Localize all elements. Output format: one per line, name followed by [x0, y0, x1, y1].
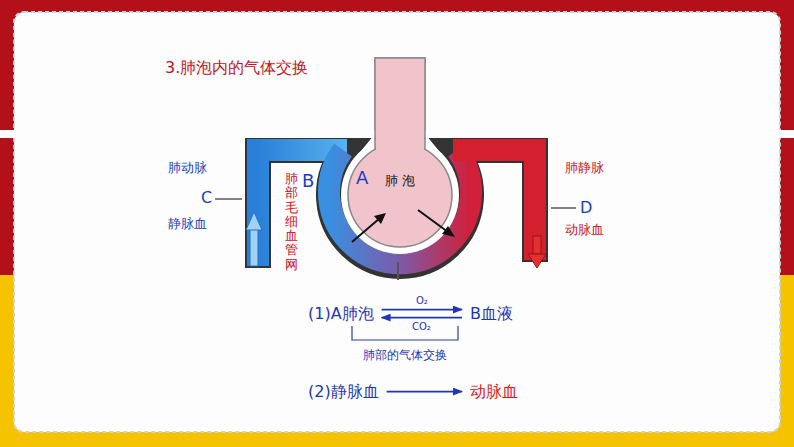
term-label: B血液: [470, 304, 513, 323]
blood-type: 静脉血: [168, 216, 207, 232]
exchange-term: B血液: [470, 304, 513, 323]
slide-title: 3.肺泡内的气体交换: [165, 58, 308, 77]
capillary-name: 肺部毛细血管网: [285, 172, 298, 272]
vessel-name: 肺静脉: [565, 160, 604, 176]
gas-label: O₂: [416, 295, 428, 307]
vessel-name: 肺动脉: [168, 160, 207, 176]
exchange-arrow: [382, 317, 462, 319]
blood-term: (2)静脉血: [308, 382, 379, 401]
alveolus-circle: A肺 泡: [348, 143, 452, 247]
callout-letter: C: [201, 188, 212, 207]
exchange-arrow: [382, 309, 462, 311]
part-letter: A: [356, 167, 368, 189]
exchange-arrow: [387, 391, 462, 393]
callout-letter: D: [580, 198, 592, 217]
bracket-caption: 肺部的气体交换: [363, 348, 447, 362]
term-label: (2)静脉血: [308, 382, 379, 401]
blood-term: 动脉血: [470, 382, 518, 401]
term-label: (1)A肺泡: [308, 304, 374, 323]
term-label: 动脉血: [470, 382, 518, 401]
part-letter: B: [302, 170, 314, 192]
blood-type: 动脉血: [565, 222, 604, 238]
gas-label: CO₂: [412, 321, 431, 333]
alveolus-label: 肺 泡: [348, 173, 452, 189]
exchange-term: (1)A肺泡: [308, 304, 374, 323]
